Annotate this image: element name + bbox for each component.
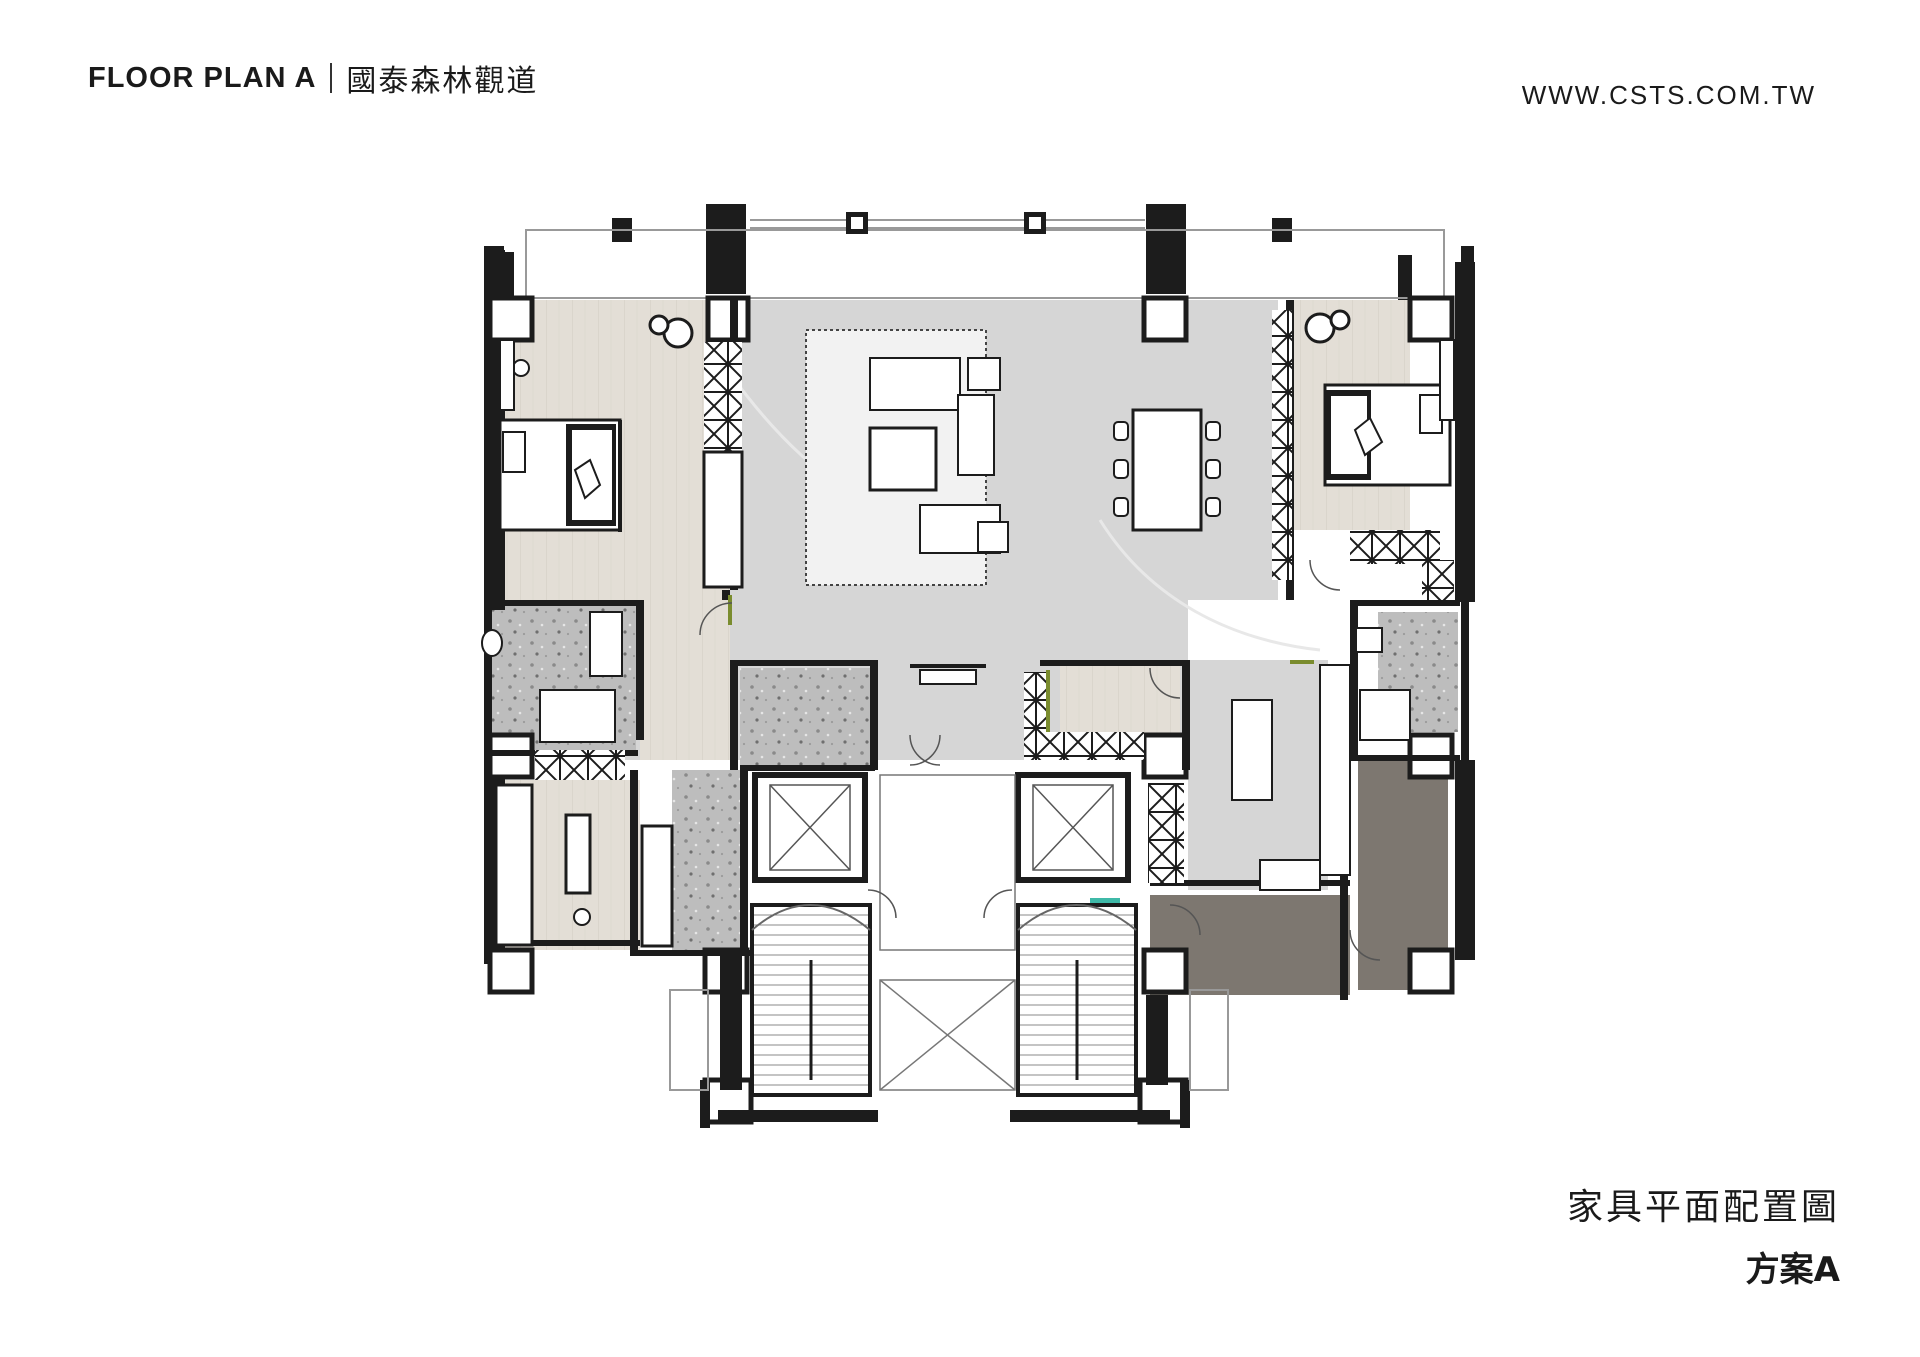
bathtub [539,689,616,743]
dining-table-icon [1113,408,1221,532]
armchair-icon [648,314,694,349]
island-bench [564,813,592,895]
toilet-icon [481,629,503,657]
kitchen-island [1231,699,1273,801]
kitchen-counter [1319,664,1351,876]
cooktop [1259,859,1321,891]
wardrobe-icon [1350,530,1440,564]
sofa-icon [869,357,1001,554]
bed-icon [498,418,622,532]
toilet-icon [1355,627,1383,653]
plan-title: FLOOR PLAN A [88,61,317,94]
secondary-bath-floor [672,770,740,950]
title-divider [330,63,333,93]
bathtub [1359,689,1411,741]
door-swing-icon [699,559,1381,961]
bed-icon [1323,383,1452,487]
wardrobe-icon [494,342,744,948]
project-name: 國泰森林觀道 [346,64,539,99]
wardrobe-icon [1272,310,1292,580]
vanity [589,611,623,677]
powder-room-floor [740,668,870,768]
armchair-icon [1304,309,1351,344]
stair-icon [750,903,1138,1097]
header: FLOOR PLAN A 國泰森林觀道 [88,56,538,100]
armchair-icon [967,357,1009,553]
caption-sub: 方案A [1745,1250,1840,1290]
website-url[interactable]: WWW.CSTS.COM.TW [1521,80,1816,110]
caption-main: 家具平面配置圖 [1566,1187,1840,1228]
study-floor [1060,665,1180,735]
tv-console [919,669,977,685]
coffee-table [868,426,938,492]
caption: 家具平面配置圖 方案A [1567,1178,1840,1291]
